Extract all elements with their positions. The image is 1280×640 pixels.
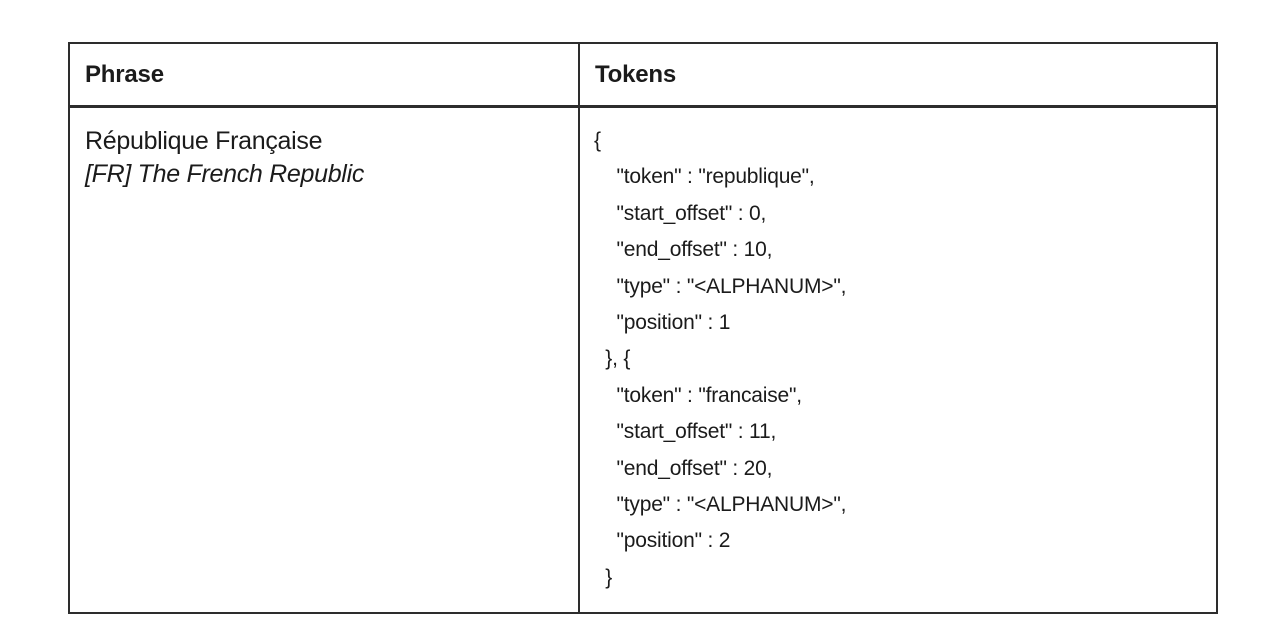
column-header-phrase: Phrase: [70, 44, 578, 108]
phrase-cell: République Française [FR] The French Rep…: [70, 108, 578, 612]
phrase-tokens-table: Phrase Tokens République Française [FR] …: [68, 42, 1218, 614]
column-header-tokens: Tokens: [578, 44, 1216, 108]
phrase-text: République Française: [85, 127, 323, 155]
tokens-cell: { "token" : "republique", "start_offset"…: [578, 108, 1216, 612]
phrase-translation: [FR] The French Republic: [85, 160, 365, 188]
tokens-json-code: { "token" : "republique", "start_offset"…: [594, 129, 847, 589]
